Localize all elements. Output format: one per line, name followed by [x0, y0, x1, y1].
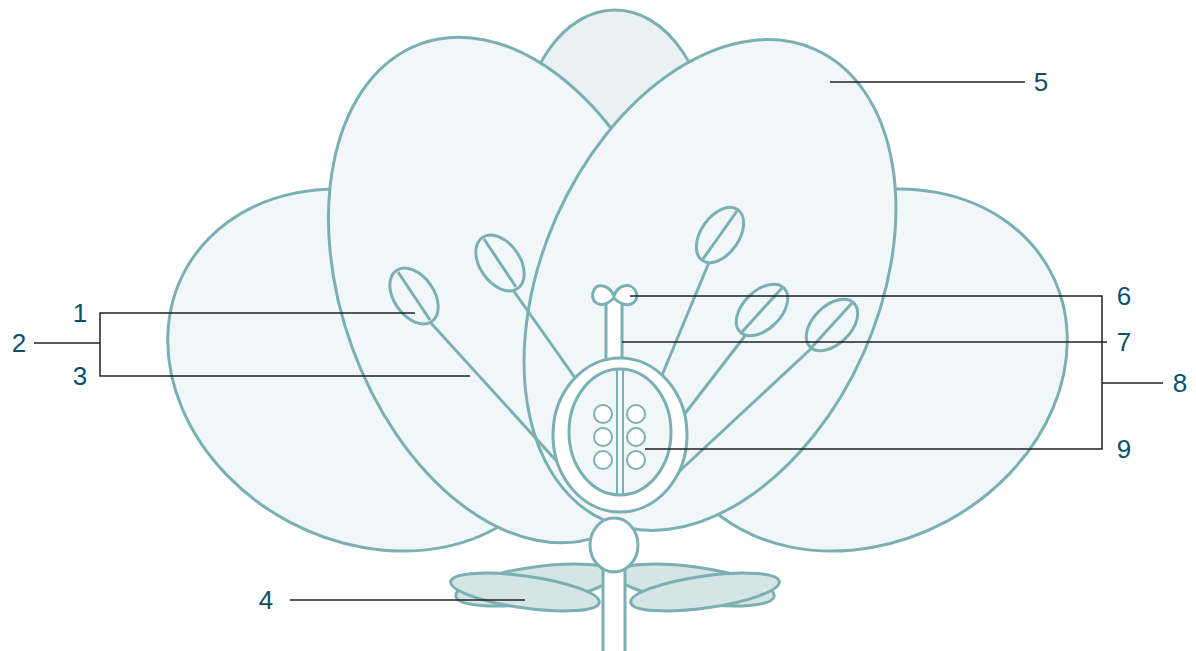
- ovules: [594, 405, 645, 469]
- sepal: [629, 566, 782, 619]
- callout-number: 1: [73, 300, 87, 326]
- callout-number: 5: [1034, 69, 1048, 95]
- callout-number: 4: [259, 587, 273, 613]
- callout-number: 2: [12, 330, 26, 356]
- style: [606, 295, 622, 360]
- callout-number: 7: [1117, 329, 1131, 355]
- ovary-inner: [569, 369, 671, 495]
- callout-number: 6: [1117, 283, 1131, 309]
- callout-number: 8: [1173, 370, 1187, 396]
- ovary: [553, 358, 687, 512]
- leader-lines: [34, 82, 1163, 600]
- callout-number: 3: [73, 363, 87, 389]
- sepal: [449, 566, 602, 619]
- callout-number: 9: [1117, 436, 1131, 462]
- front-petal: [452, 0, 969, 589]
- receptacle: [590, 518, 638, 572]
- stem: [603, 560, 625, 651]
- stigma: [592, 286, 636, 305]
